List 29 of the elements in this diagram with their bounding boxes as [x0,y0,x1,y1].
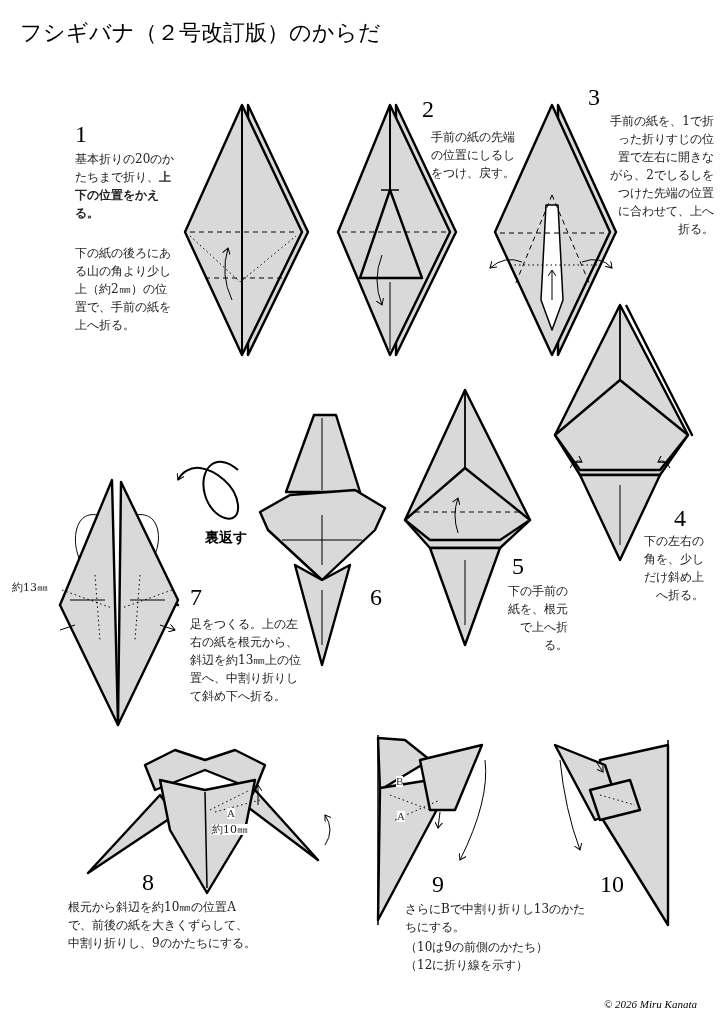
page-title: フシギバナ（２号改訂版）のからだ [20,22,381,44]
instruction-text: 下の左右の角を、少しだけ斜め上へ折る。 [643,533,704,604]
measurement-label: 約10㎜ [212,824,248,835]
step-number: 3 [588,85,600,109]
instruction-text: 手前の紙を、1で折った折りすじの位置で左右に開きながら、2でしるしをつけた先端の位置に合わせて、上へ折る。 [610,113,714,238]
step-number: 4 [674,506,686,530]
callout-label: B [396,776,404,787]
step-number: 9 [432,872,444,896]
instruction-text: （10は9の前側のかたち） [405,939,549,956]
step-number: 10 [600,872,624,896]
step-number: 1 [75,122,87,146]
callout-label: A [397,811,405,822]
instruction-text: 基本折りの20のかたちまで折り、上下の位置をかえる。 [75,151,176,222]
step-number: 8 [142,870,154,894]
copyright-text: © 2026 Miru Kanata [604,997,697,1012]
instruction-text: 根元から斜辺を約10㎜の位置Aで、前後の紙を大きくずらして、中割り折りし、9のかたちにする。 [68,899,257,952]
step-number: 7 [190,585,202,609]
instruction-text: （12に折り線を示す） [405,957,530,974]
measurement-label: 約13㎜ [12,582,48,593]
step-number: 5 [512,554,524,578]
step-number: 6 [370,585,382,609]
instruction-text: 下の手前の紙を、根元で上へ折る。 [507,583,568,654]
callout-label: A [227,808,235,819]
instruction-text: 下の紙の後ろにある山の角より少し上（約2㎜）の位置で、手前の紙を上へ折る。 [75,245,172,334]
instruction-text: さらにBで中割り折りし13のかたちにする。 [405,901,587,936]
instruction-text: 足をつくる。上の左右の紙を根元から、斜辺を約13㎜上の位置へ、中割り折りして斜め下へ折る。 [190,616,302,705]
instruction-text: 手前の紙の先端の位置にしるしをつけ、戻す。 [430,129,516,182]
instruction-text: 裏返す [205,528,247,547]
step-number: 2 [422,97,434,121]
